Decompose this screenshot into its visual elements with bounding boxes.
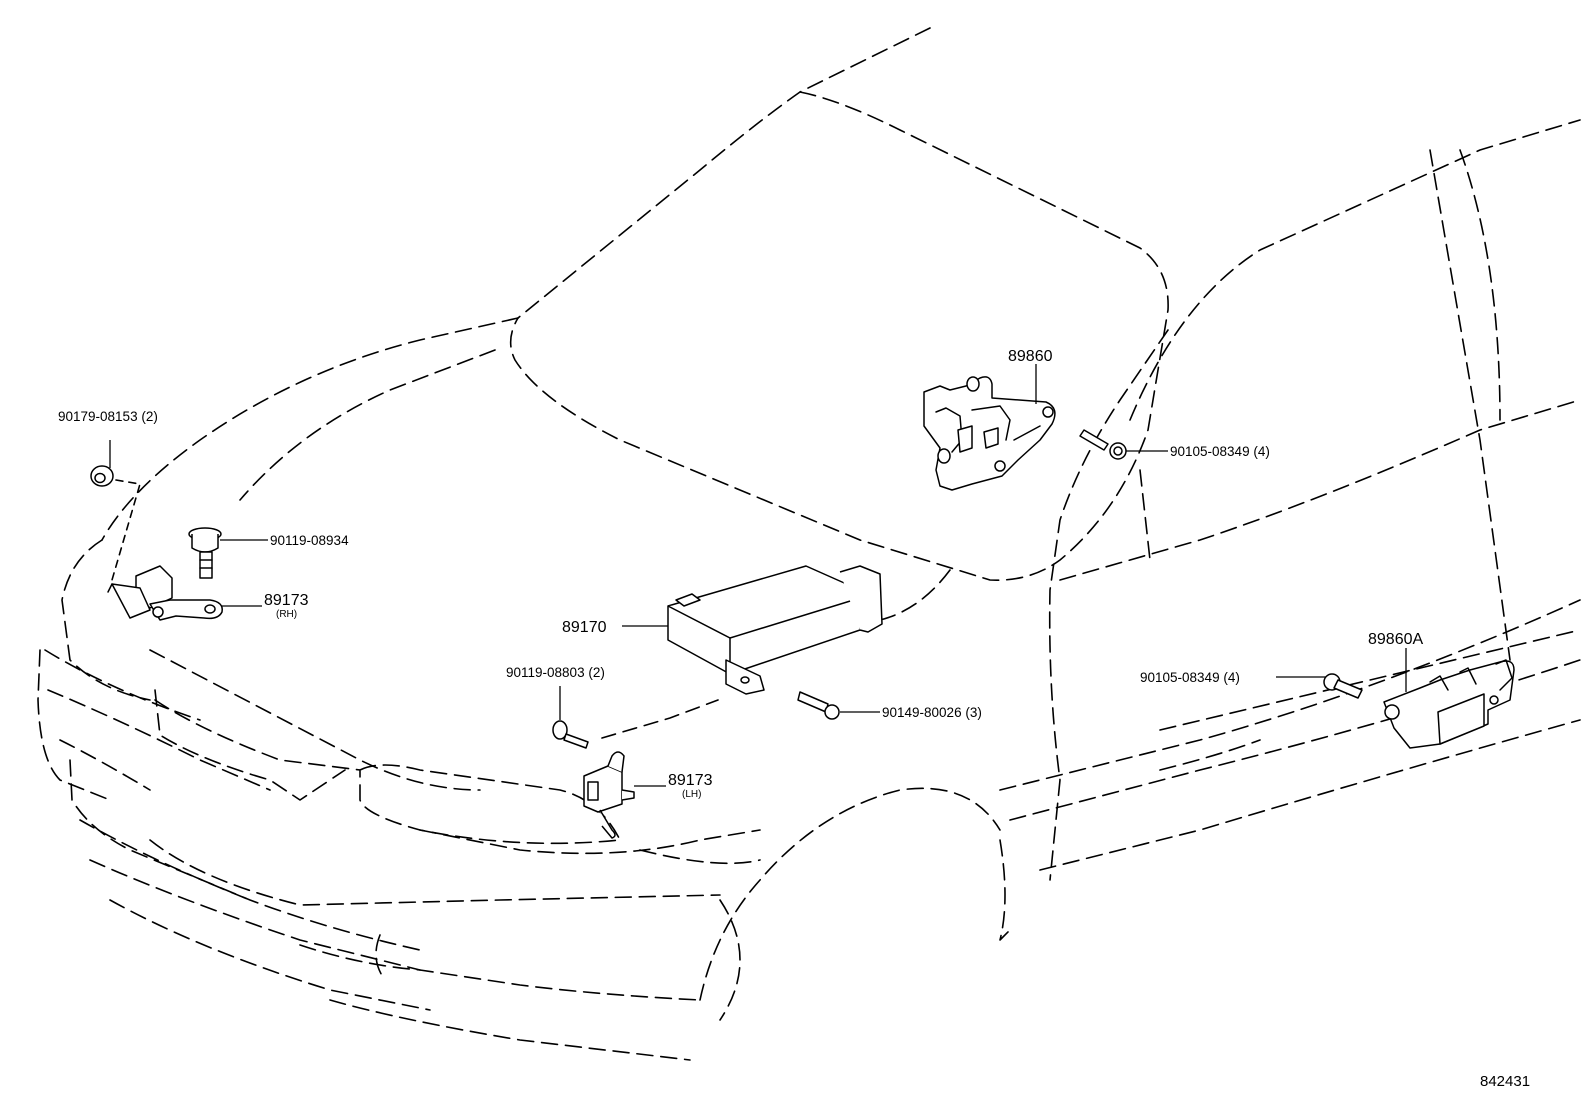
nut-90179-icon xyxy=(90,465,141,581)
bolt-90149-icon xyxy=(797,691,840,720)
airbag-ecu-icon xyxy=(667,565,883,695)
label-89860: 89860 xyxy=(1008,348,1053,365)
label-90105-08349-upper: 90105-08349 (4) xyxy=(1170,444,1270,459)
bolt-90119-08803-icon xyxy=(552,720,589,749)
label-90105-08349-lower: 90105-08349 (4) xyxy=(1140,670,1240,685)
car-body-outline xyxy=(37,27,1581,1061)
label-89173-lh-side: (LH) xyxy=(682,789,701,800)
label-89860a: 89860A xyxy=(1368,631,1423,648)
bolt-90119-08934-icon xyxy=(188,527,222,579)
label-89173-rh-side: (RH) xyxy=(276,609,297,620)
label-90149-80026: 90149-80026 (3) xyxy=(882,705,982,720)
label-89173-lh: 89173 xyxy=(668,772,713,789)
sensor-rh-icon xyxy=(107,565,223,621)
sensor-89860a-icon xyxy=(1383,659,1515,749)
sensor-lh-icon xyxy=(583,751,635,839)
label-90119-08803: 90119-08803 (2) xyxy=(506,665,605,680)
label-90119-08934: 90119-08934 xyxy=(270,533,349,548)
phantom-line-ecu-bolt xyxy=(601,699,719,739)
label-90179-08153: 90179-08153 (2) xyxy=(58,409,158,424)
illustration-number: 842431 xyxy=(1480,1073,1530,1090)
label-89170: 89170 xyxy=(562,619,607,636)
bracket-89860-icon xyxy=(923,376,1056,491)
bolt-90105-lower-icon xyxy=(1323,673,1363,699)
bolt-90105-upper-icon xyxy=(1079,429,1127,460)
label-89173-rh: 89173 xyxy=(264,592,309,609)
